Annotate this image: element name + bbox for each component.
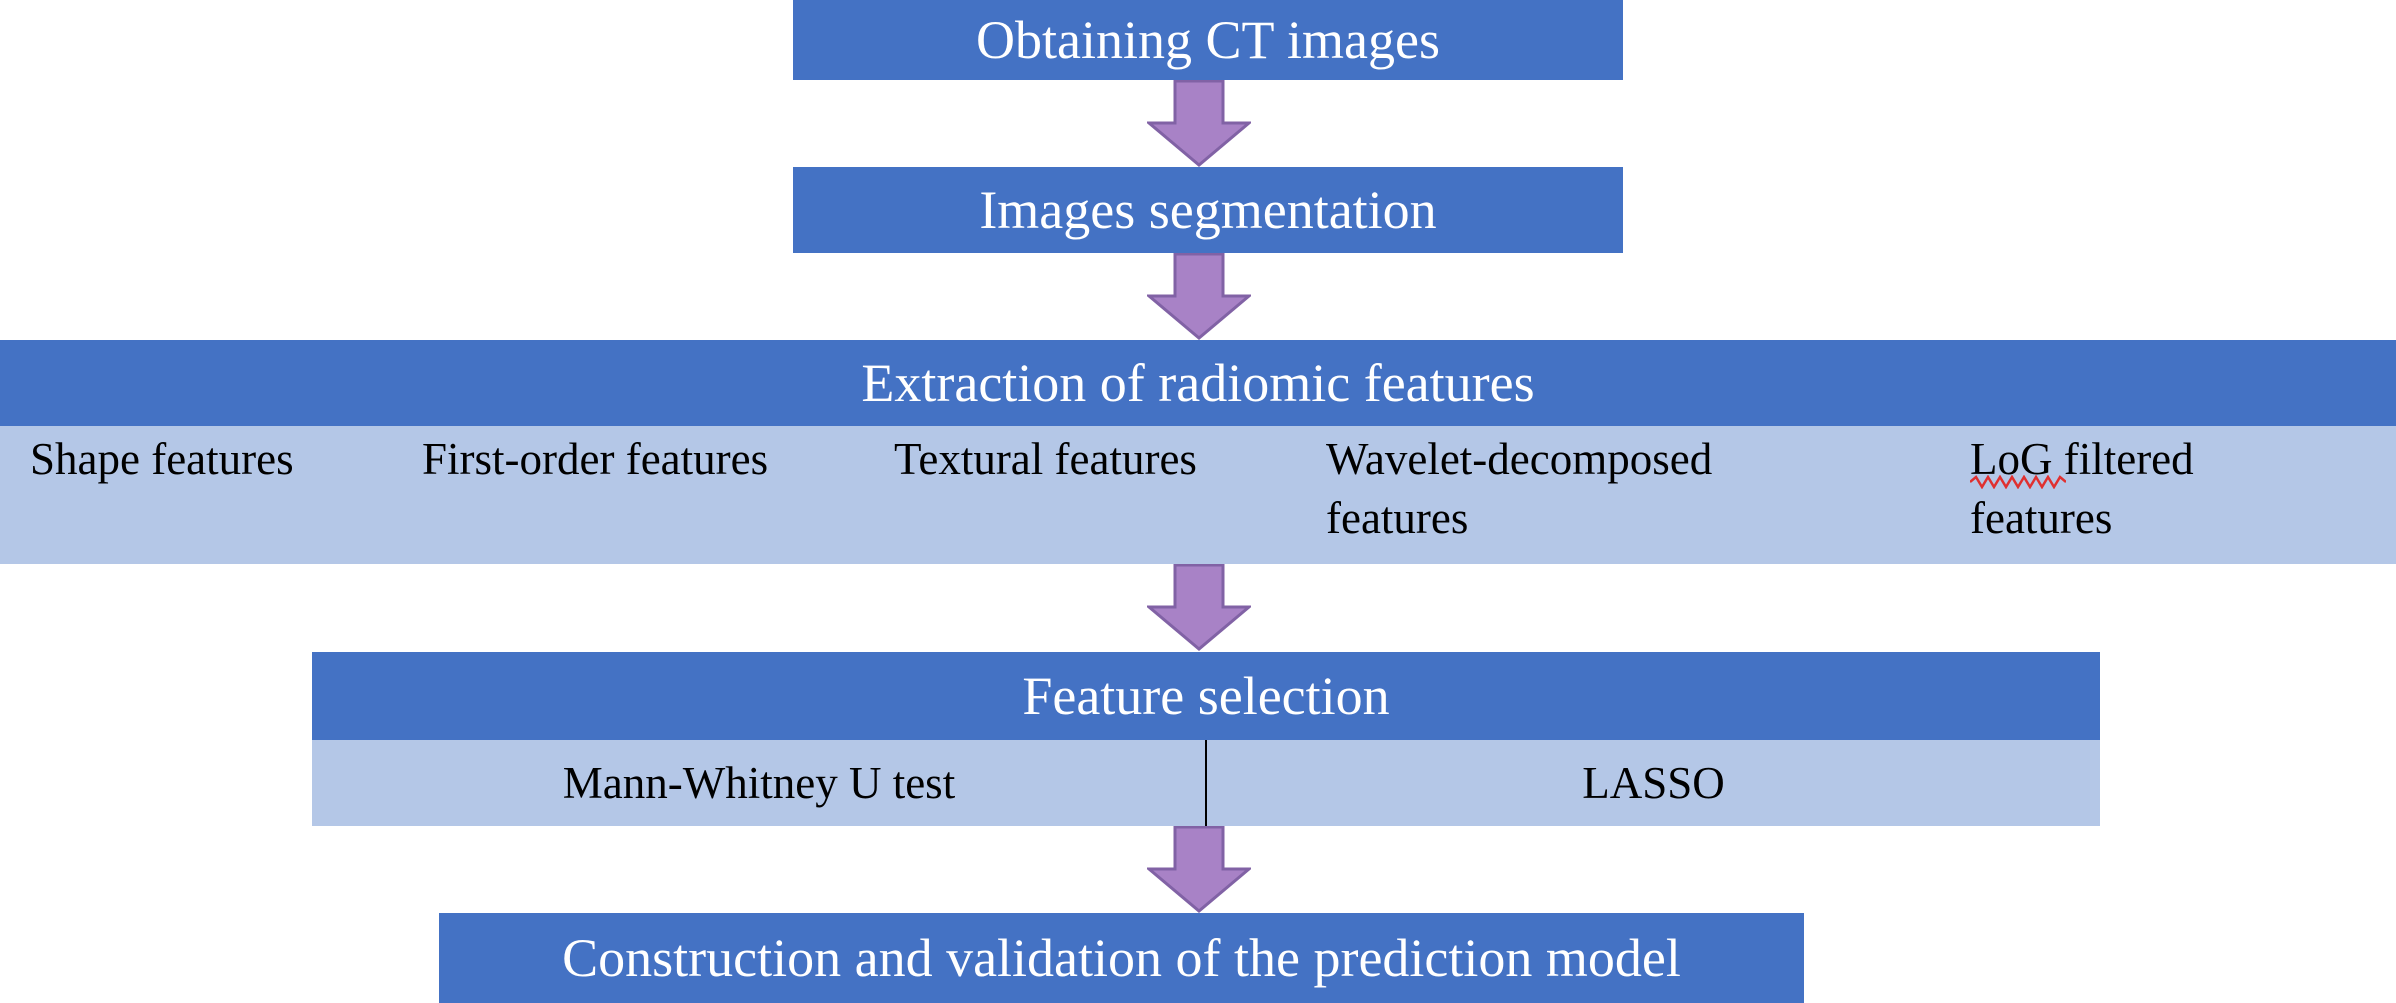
arrow-down-icon — [1147, 564, 1251, 651]
step-construction-validation: Construction and validation of the predi… — [439, 913, 1804, 1003]
step-segmentation-label: Images segmentation — [979, 180, 1437, 240]
extraction-item-textural: Textural features — [894, 434, 1197, 484]
extraction-item-wavelet: Wavelet-decomposed features — [1326, 434, 1713, 543]
step-selection-label: Feature selection — [1022, 666, 1390, 726]
step-images-segmentation: Images segmentation — [793, 167, 1623, 253]
step-construction-label: Construction and validation of the predi… — [562, 928, 1681, 988]
step-obtaining-ct-images: Obtaining CT images — [793, 0, 1623, 80]
extraction-item-first-order: First-order features — [422, 434, 769, 484]
selection-method-mann-whitney: Mann-Whitney U test — [562, 758, 956, 808]
arrow-down-icon — [1147, 826, 1251, 913]
step-feature-selection-header: Feature selection — [312, 652, 2100, 740]
step-extraction-label: Extraction of radiomic features — [861, 353, 1535, 413]
arrow-down-icon — [1147, 253, 1251, 340]
arrow-down-icon — [1147, 80, 1251, 167]
extraction-items-panel — [0, 426, 2396, 564]
extraction-item-shape: Shape features — [30, 434, 294, 484]
extraction-item-log-filtered: LoG filtered features — [1970, 434, 2194, 543]
spellcheck-underline — [1970, 475, 2066, 489]
step-extraction-header: Extraction of radiomic features — [0, 340, 2396, 426]
step-obtaining-label: Obtaining CT images — [976, 10, 1440, 70]
selection-method-lasso: LASSO — [1582, 758, 1725, 808]
selection-divider — [1205, 740, 1207, 826]
